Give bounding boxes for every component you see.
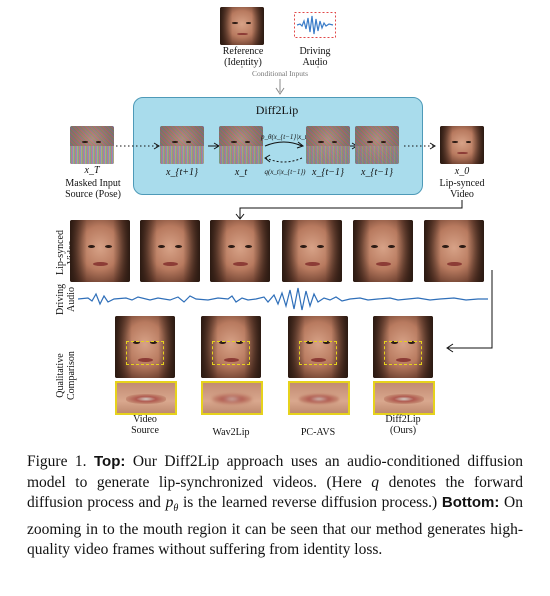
audio-waveform — [78, 287, 488, 311]
comparison-frame-wav2lip — [201, 316, 261, 378]
caption-text-1: Our Diff2Lip approach uses an audio-cond… — [27, 453, 524, 491]
xt-plus-1-image — [160, 126, 204, 164]
lip-synced-video-label: Lip-synced Video — [439, 178, 485, 200]
mouth-highlight-box — [212, 341, 250, 365]
xt-minus-1b-label: x_{t−1} — [361, 167, 393, 178]
caption-bottom-label: Bottom: — [441, 494, 500, 511]
diffusion-arrows — [264, 141, 305, 163]
xT-label: x_T — [84, 165, 100, 176]
lip-synced-output-image — [440, 126, 484, 164]
caption-theta: θ — [173, 503, 179, 515]
ours-connector — [446, 270, 493, 353]
caption-text-2: denotes the forward diffusion process an… — [27, 473, 523, 512]
caption-text-3: is the learned reverse diffusion process… — [178, 494, 442, 511]
diff2lip-title: Diff2Lip — [255, 103, 299, 117]
mouth-highlight-box — [299, 341, 337, 365]
masked-input-image — [70, 126, 114, 164]
reference-face-image — [220, 7, 264, 45]
xt-minus-1-label: x_{t−1} — [312, 167, 344, 178]
mouth-highlight-box — [384, 341, 422, 365]
driving-audio-label: Driving Audio — [299, 46, 331, 68]
method-label-pc-avs: PC-AVS — [300, 427, 336, 438]
video-frame — [140, 220, 200, 282]
mouth-highlight-box — [126, 341, 164, 365]
figure-caption: Figure 1. Top: Our Diff2Lip approach use… — [27, 452, 523, 561]
method-label-video-source: Video Source — [131, 414, 159, 436]
x0-label: x_0 — [454, 166, 470, 177]
xt-minus-1b-image — [355, 126, 399, 164]
mouth-zoom-pc-avs — [288, 381, 350, 415]
mouth-zoom-video-source — [115, 381, 177, 415]
caption-q: q — [371, 473, 380, 491]
method-label-diff2lip: Diff2Lip (Ours) — [385, 414, 421, 436]
video-frame — [424, 220, 484, 282]
video-frame — [70, 220, 130, 282]
xt-plus-1-label: x_{t+1} — [166, 167, 198, 178]
output-connector — [235, 200, 463, 220]
xt-label: x_t — [234, 167, 248, 178]
caption-text-4: On zooming in to the mouth region it can… — [27, 494, 523, 559]
comparison-frame-pc-avs — [288, 316, 348, 378]
conditional-inputs-label: Conditional Inputs — [240, 68, 320, 79]
method-label-wav2lip: Wav2Lip — [212, 427, 250, 438]
driving-audio-waveform — [294, 12, 336, 38]
xt-image — [219, 126, 263, 164]
caption-figure-number: Figure 1. — [27, 453, 87, 470]
video-frame — [210, 220, 270, 282]
mouth-zoom-diff2lip — [373, 381, 435, 415]
caption-top-label: Top: — [94, 453, 126, 470]
p-theta-label: p_θ(x_{t−1}|x_t) — [261, 133, 309, 141]
caption-p: p — [165, 494, 174, 511]
reference-label: Reference (Identity) — [222, 46, 264, 68]
video-frame — [353, 220, 413, 282]
q-label: q(x_t|x_{t−1}) — [264, 168, 306, 176]
qualitative-comparison-row-label: Qualitative Comparison — [55, 351, 77, 400]
comparison-frame-diff2lip — [373, 316, 433, 378]
driving-audio-row-label: Driving Audio — [55, 283, 77, 315]
masked-input-label: Masked Input Source (Pose) — [65, 178, 121, 200]
video-frame — [282, 220, 342, 282]
xt-minus-1-image — [306, 126, 350, 164]
comparison-frame-video-source — [115, 316, 175, 378]
mouth-zoom-wav2lip — [201, 381, 263, 415]
